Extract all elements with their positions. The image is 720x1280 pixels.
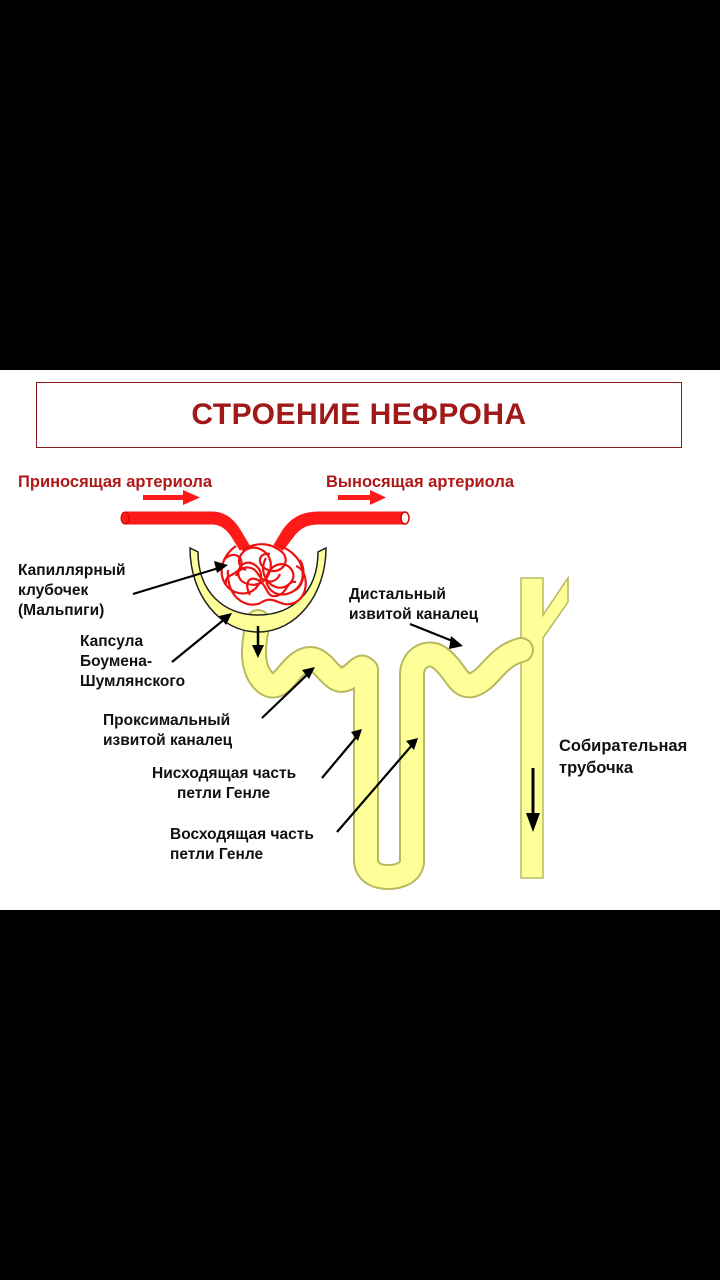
ascending-limb-label: Восходящая часть петли Генле [170,826,318,863]
title-box: СТРОЕНИЕ НЕФРОНА [36,382,682,448]
proximal-tubule-label: Проксимальный извитой каналец [103,712,234,749]
efferent-arteriole-label: Выносящая артериола [326,473,515,491]
afferent-arteriole-label: Приносящая артериола [18,473,213,491]
descending-limb-label: Нисходящая часть петли Генле [152,765,300,802]
glomerulus-label: Капиллярный клубочек (Мальпиги) [18,562,130,619]
nephron-diagram: Приносящая артериола Выносящая артериола… [18,473,692,890]
collecting-duct [520,575,569,879]
diagram-title: СТРОЕНИЕ НЕФРОНА [191,398,527,431]
collecting-duct-label: Собирательная трубочка [559,737,692,777]
pointer-lines [132,561,463,833]
direction-arrows [252,626,540,832]
glomerulus-capillaries [220,543,307,606]
distal-tubule-label: Дистальный извитой каналец [349,586,479,623]
flow-arrows [143,490,386,505]
arterioles [120,511,410,551]
renal-tubule [241,609,534,890]
capsule-label: Капсула Боумена- Шумлянского [80,633,185,690]
diagram-panel: Приносящая артериола Выносящая артериола… [0,370,720,910]
